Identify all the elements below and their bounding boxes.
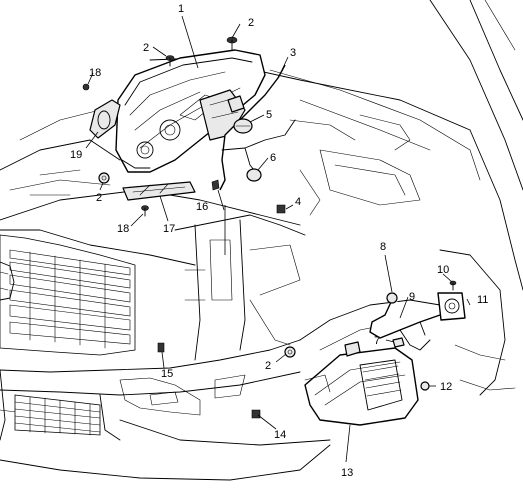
nut-12 bbox=[420, 381, 430, 391]
lamp-control-module bbox=[304, 341, 419, 426]
callout-15: 15 bbox=[161, 368, 173, 380]
callout-2-lower: 2 bbox=[265, 360, 271, 372]
callout-17: 17 bbox=[163, 223, 175, 235]
grommet-connector bbox=[437, 292, 466, 321]
lower-grille bbox=[14, 394, 101, 436]
callout-18-top: 18 bbox=[89, 67, 101, 79]
front-grille bbox=[0, 234, 136, 441]
callout-10: 10 bbox=[437, 264, 449, 276]
callout-labels: 1 2 2 3 18 5 6 19 2 16 4 17 18 8 10 11 9… bbox=[70, 3, 488, 479]
headlamp-bracket bbox=[122, 181, 196, 201]
callout-14: 14 bbox=[274, 429, 286, 441]
fastener-15 bbox=[157, 342, 165, 353]
screw-18-bottom bbox=[141, 205, 149, 217]
callout-19: 19 bbox=[70, 149, 82, 161]
callout-16: 16 bbox=[196, 201, 208, 213]
module-harness bbox=[369, 292, 441, 351]
callout-4: 4 bbox=[295, 196, 301, 208]
callout-3: 3 bbox=[290, 47, 296, 59]
nut-2-lower bbox=[284, 346, 296, 358]
leveling-sensor bbox=[233, 118, 253, 134]
side-marker-bracket bbox=[89, 99, 121, 139]
callout-18-bottom: 18 bbox=[117, 223, 129, 235]
callout-2-top-right: 2 bbox=[248, 17, 254, 29]
screw-10 bbox=[449, 280, 457, 291]
harness-clip-7 bbox=[392, 337, 405, 348]
callout-2-left: 2 bbox=[96, 192, 102, 204]
emblem bbox=[0, 261, 15, 301]
headlamp-assembly bbox=[115, 49, 266, 173]
vehicle-front-body bbox=[0, 0, 523, 481]
nut-2-left bbox=[98, 172, 110, 184]
callout-7: 7 bbox=[374, 335, 380, 347]
callout-11: 11 bbox=[477, 294, 488, 306]
callout-2-top-left: 2 bbox=[143, 42, 149, 54]
callout-13: 13 bbox=[341, 467, 353, 479]
callout-12: 12 bbox=[440, 381, 452, 393]
callout-1: 1 bbox=[178, 3, 184, 15]
leader-lines bbox=[85, 15, 471, 463]
callout-6: 6 bbox=[270, 152, 276, 164]
bolt-2-top-right bbox=[226, 36, 238, 51]
callout-5: 5 bbox=[266, 109, 272, 121]
harness-clip bbox=[211, 179, 220, 191]
screw-18-top bbox=[82, 83, 90, 91]
grille-bars bbox=[9, 249, 131, 349]
fastener-14 bbox=[251, 409, 261, 419]
callout-8: 8 bbox=[380, 241, 386, 253]
bolt-2-top-left bbox=[165, 55, 175, 67]
fastener-4 bbox=[276, 204, 286, 214]
sensor-clip bbox=[246, 168, 262, 182]
callout-9: 9 bbox=[409, 291, 415, 303]
